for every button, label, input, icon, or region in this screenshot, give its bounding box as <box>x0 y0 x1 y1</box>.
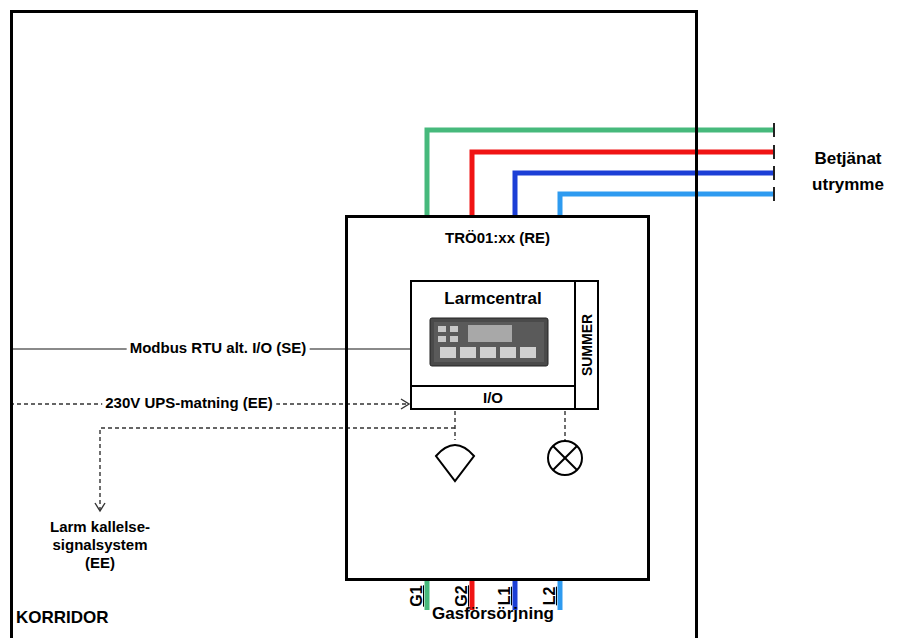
gas-pipe <box>472 152 773 215</box>
node-text: SUMMER <box>580 314 594 376</box>
node-text: I/O <box>412 387 574 408</box>
gas-name: G1 <box>409 585 425 606</box>
bus-label: Modbus RTU alt. I/O (SE) <box>127 339 310 357</box>
room-label: Betjänat utrymme <box>800 146 896 199</box>
gas-pipe <box>425 580 430 610</box>
gas-pipe <box>558 580 563 610</box>
pipe-end <box>773 123 775 137</box>
pipe-end <box>773 187 775 201</box>
arrow-head <box>401 399 409 409</box>
horn-symbol <box>436 445 474 481</box>
pipe-end <box>773 166 775 180</box>
pipe-end <box>773 145 775 159</box>
alarm-panel-box: Larmcentral <box>410 280 576 387</box>
node-text: TRÖ01:xx (RE) <box>348 218 647 247</box>
panel-picture <box>430 318 548 366</box>
io-box: I/O <box>410 385 576 410</box>
gas-pipe <box>427 130 773 215</box>
signal-wire <box>454 411 455 440</box>
gas-name: L2 <box>542 587 558 606</box>
gas-pipe <box>515 173 773 215</box>
node-text: KORRIDOR <box>16 608 109 628</box>
node-text: Larmcentral <box>412 282 574 309</box>
alarm-wire <box>100 428 455 510</box>
arrow-head <box>95 503 105 511</box>
gas-pipe <box>560 194 773 215</box>
power-label: 230V UPS-matning (EE) <box>102 394 276 412</box>
alarm-system-label: Larm kallelse- signalsystem (EE) <box>44 518 156 572</box>
lamp-symbol <box>548 441 582 475</box>
gas-name: L1 <box>497 587 513 606</box>
buzzer-box: SUMMER <box>574 280 599 410</box>
gas-name: G2 <box>454 585 470 606</box>
supply-label: Gasförsörjning <box>432 604 554 624</box>
signal-wire <box>564 411 565 440</box>
cabinet-box: LarmcentralSUMMER I/O TRÖ01:xx (RE) <box>345 215 650 581</box>
